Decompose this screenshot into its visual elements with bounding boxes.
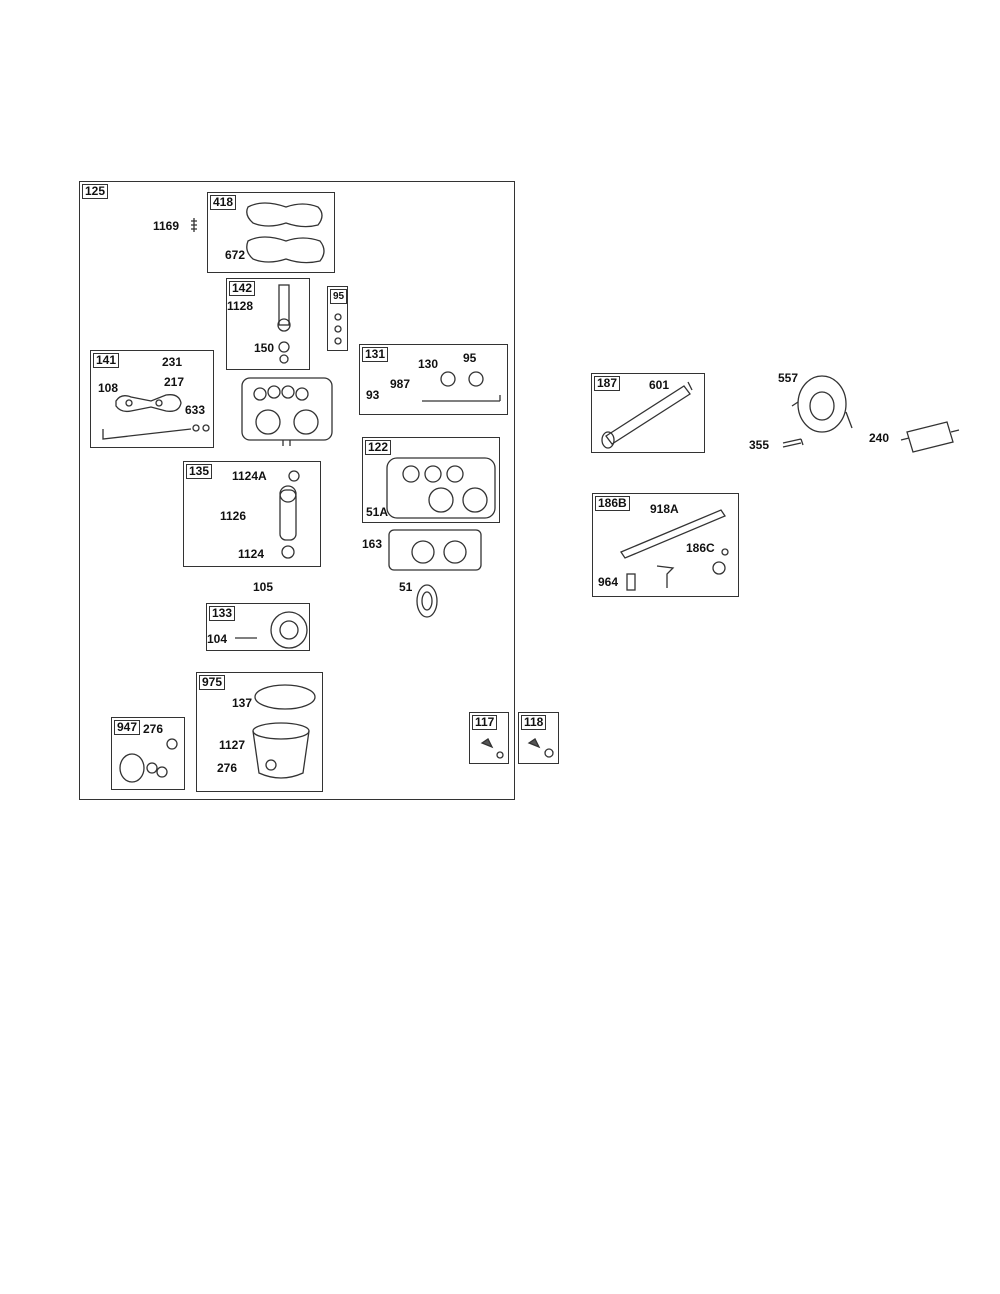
part-label-240: 240: [869, 431, 890, 445]
part-label-601: 601: [649, 378, 670, 392]
part-label-51: 51: [399, 580, 413, 594]
part-label-130: 130: [418, 357, 439, 371]
part-label-987: 987: [390, 377, 411, 391]
drain-plug-drawing: [119, 738, 178, 783]
part-label-1124a: 1124A: [232, 469, 267, 483]
part-label-355: 355: [749, 438, 770, 452]
rocker-arm-drawing: [277, 284, 291, 364]
part-label-1124: 1124: [238, 547, 265, 561]
assembly-box-133: 133: [206, 603, 310, 651]
head-gasket-drawing: [388, 529, 482, 571]
part-tag-135: 135: [186, 464, 213, 479]
assembly-box-186b: 186B: [592, 493, 739, 597]
part-label-276-b: 276: [217, 761, 238, 775]
part-tag-131: 131: [362, 347, 389, 362]
gasket-drawing: [246, 202, 325, 264]
part-label-104: 104: [207, 632, 228, 646]
assembly-frame-125: 125: [79, 181, 515, 800]
assembly-box-135: 135: [183, 461, 321, 567]
part-label-217: 217: [164, 375, 185, 389]
breather-drawing: [102, 394, 210, 440]
assembly-box-95: 95: [327, 286, 348, 351]
assembly-box-947: 947: [111, 717, 185, 790]
part-label-1169: 1169: [153, 219, 180, 233]
head-assembly-drawing: [386, 457, 496, 519]
part-tag-133: 133: [209, 606, 236, 621]
fitting-drawing: [480, 738, 504, 759]
part-tag-118: 118: [521, 715, 547, 730]
assembly-box-118: 118: [518, 712, 559, 764]
part-label-1126: 1126: [220, 509, 247, 523]
part-tag-141: 141: [93, 353, 120, 368]
part-label-163: 163: [362, 537, 383, 551]
oil-filter-drawing: [252, 684, 316, 779]
fuel-filter-drawing: [900, 421, 960, 453]
valve-set-drawing: [422, 371, 501, 402]
fitting-drawing: [527, 738, 554, 758]
assembly-box-117: 117: [469, 712, 509, 764]
assembly-box-418: 418: [207, 192, 335, 273]
assembly-box-187: 187: [591, 373, 705, 453]
part-label-964: 964: [598, 575, 619, 589]
part-tag-95: 95: [330, 289, 348, 304]
part-tag-122: 122: [365, 440, 392, 455]
fuel-line-drawing: [601, 381, 693, 449]
fuel-pump-drawing: [791, 375, 853, 433]
part-tag-142: 142: [229, 281, 256, 296]
part-tag-975: 975: [199, 675, 226, 690]
part-tag-125: 125: [82, 184, 109, 199]
part-label-231: 231: [162, 355, 183, 369]
part-label-93: 93: [366, 388, 380, 402]
assembly-box-142: 142: [226, 278, 310, 370]
part-label-105: 105: [253, 580, 274, 594]
assembly-box-141: 141: [90, 350, 214, 448]
seal-drawing: [416, 584, 438, 618]
part-label-918a: 918A: [650, 502, 679, 516]
piston-plate-drawing: [235, 611, 308, 649]
part-label-1127: 1127: [219, 738, 246, 752]
part-label-95: 95: [463, 351, 477, 365]
part-label-276-a: 276: [143, 722, 164, 736]
assembly-box-975: 975: [196, 672, 323, 792]
part-label-186c: 186C: [686, 541, 715, 555]
screw-icon: [191, 218, 197, 232]
part-tag-947: 947: [114, 720, 141, 735]
valve-parts-drawing: [334, 313, 342, 345]
part-tag-117: 117: [472, 715, 498, 730]
assembly-box-122: 122: [362, 437, 500, 523]
cylinder-head-drawing: [241, 377, 333, 446]
part-tag-186b: 186B: [595, 496, 630, 511]
choke-link-drawing: [620, 509, 729, 591]
part-label-108: 108: [98, 381, 119, 395]
screw-icon: [782, 438, 804, 448]
assembly-box-131: 131: [359, 344, 508, 415]
part-label-137: 137: [232, 696, 253, 710]
connecting-rod-drawing: [279, 470, 300, 559]
part-label-150: 150: [254, 341, 275, 355]
part-label-557: 557: [778, 371, 799, 385]
part-tag-418: 418: [210, 195, 237, 210]
part-tag-187: 187: [594, 376, 621, 391]
part-label-633: 633: [185, 403, 206, 417]
part-label-51a: 51A: [366, 505, 389, 519]
part-label-1128: 1128: [227, 299, 254, 313]
part-label-672: 672: [225, 248, 246, 262]
